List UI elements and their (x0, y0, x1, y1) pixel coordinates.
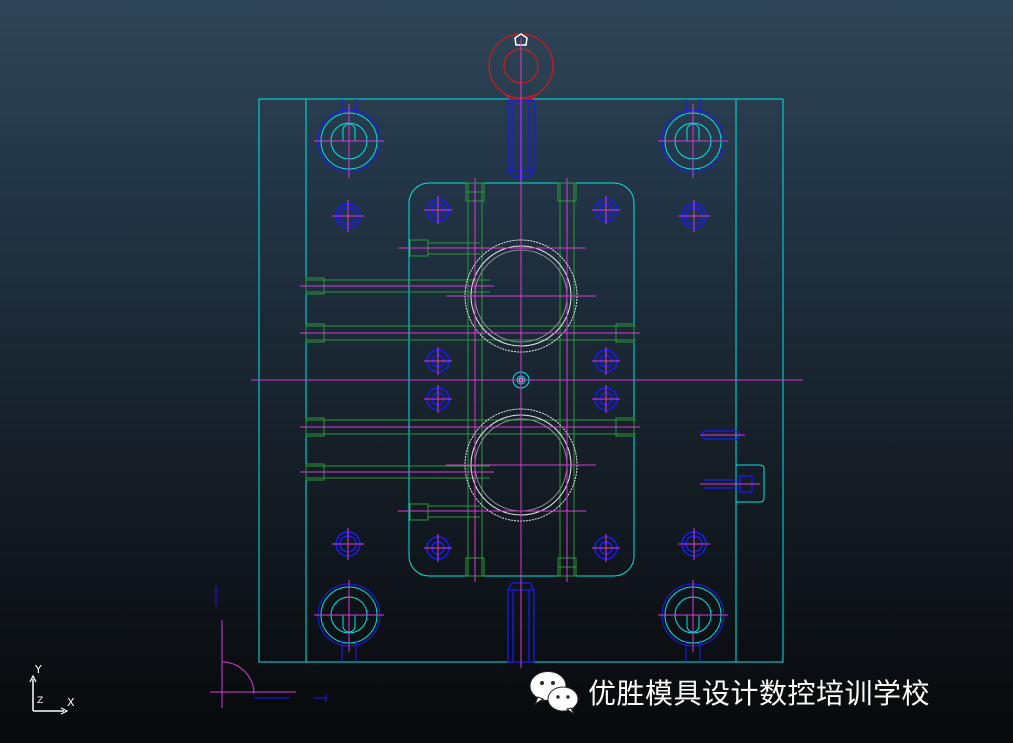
watermark: 优胜模具设计数控培训学校 (528, 668, 930, 716)
axis-triad-arrows (29, 674, 69, 715)
sketch-datum (210, 586, 327, 708)
side-slot (736, 464, 765, 503)
axis-triad: Y Z X (24, 660, 84, 720)
axis-z-label: Z (37, 696, 44, 706)
centerlines (251, 38, 803, 668)
axis-x-label: X (67, 696, 75, 709)
watermark-text: 优胜模具设计数控培训学校 (588, 677, 931, 710)
screw-holes (335, 102, 753, 560)
axis-y-label: Y (35, 663, 42, 676)
wechat-icon (529, 671, 579, 715)
